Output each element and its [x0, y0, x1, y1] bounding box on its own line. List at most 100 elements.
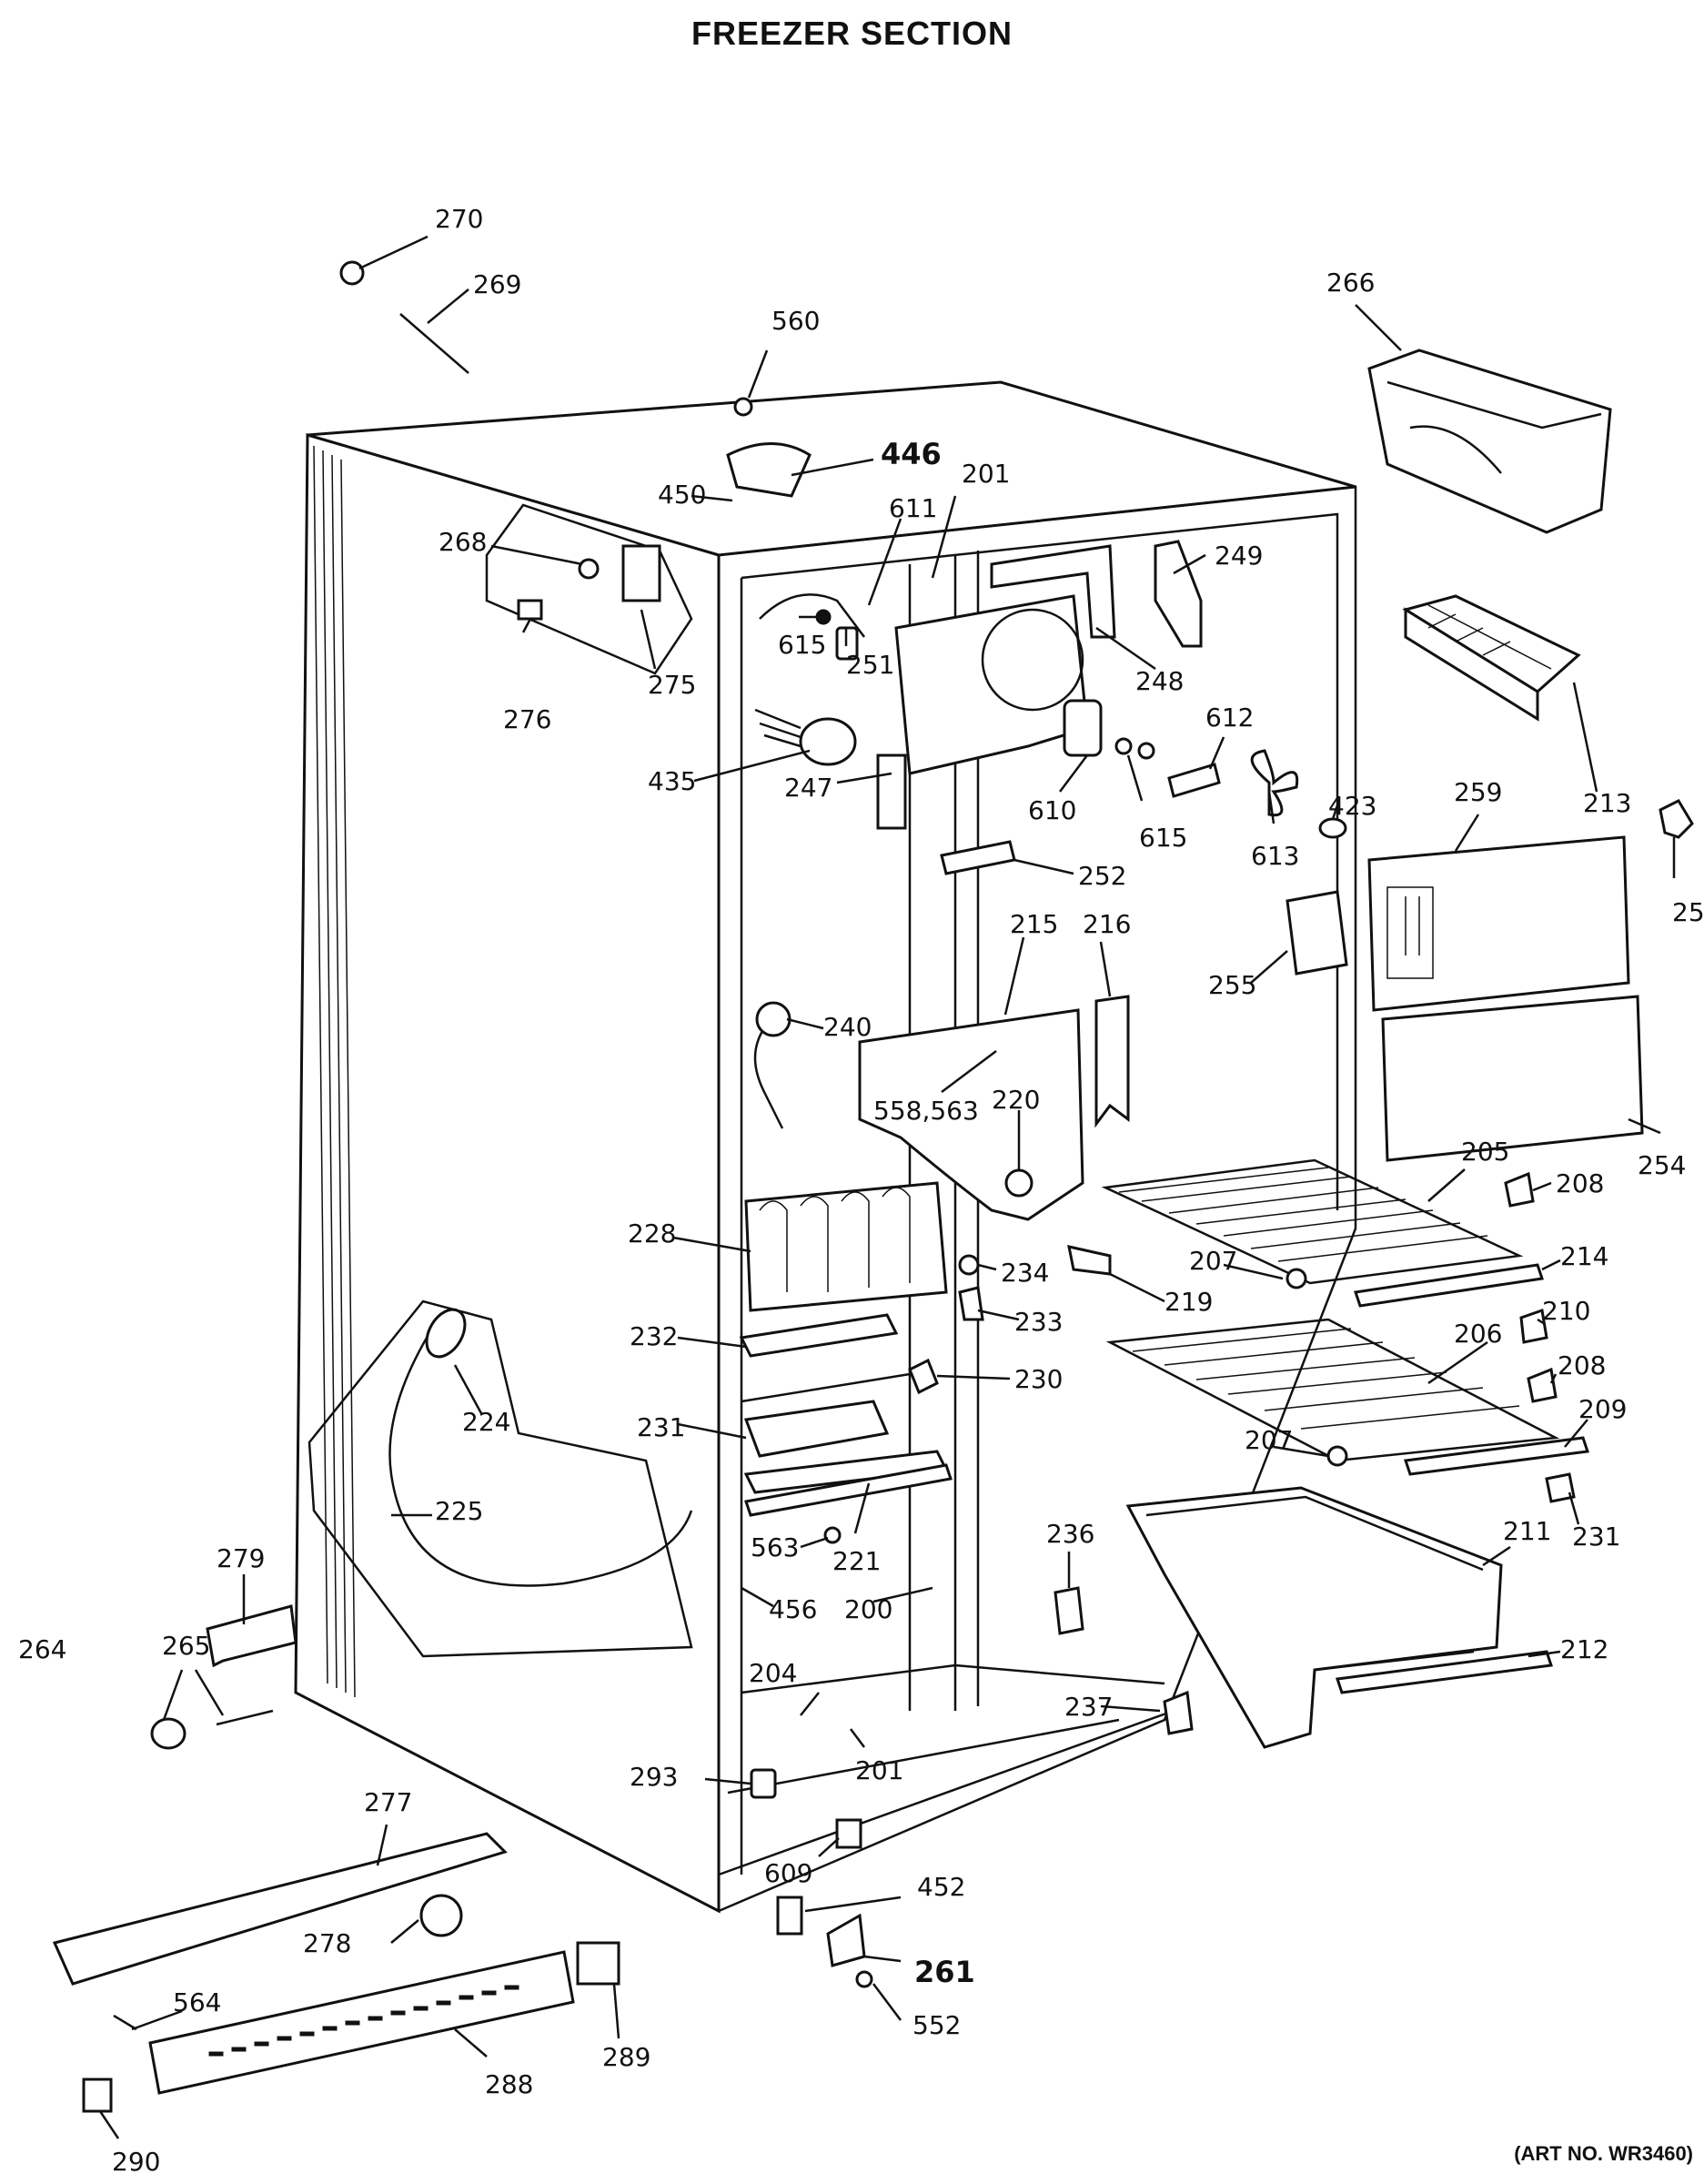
label-276: 276 — [503, 704, 551, 734]
rail-277 — [52, 1832, 508, 1986]
art-number: (ART NO. WR3460) — [1514, 2142, 1693, 2165]
label-216: 216 — [1083, 909, 1131, 939]
label-240: 240 — [823, 1012, 872, 1042]
evaporator-cover — [876, 594, 1155, 830]
label-256: 256 — [1672, 897, 1704, 927]
cabinet — [294, 380, 1357, 1914]
label-249: 249 — [1215, 541, 1263, 571]
air-duct — [990, 544, 1116, 639]
label-613: 613 — [1251, 841, 1299, 871]
label-201-top: 201 — [962, 459, 1010, 489]
label-564: 564 — [173, 1987, 221, 2017]
label-220: 220 — [992, 1085, 1040, 1115]
label-261: 261 — [914, 1955, 975, 1989]
label-232: 232 — [630, 1321, 678, 1351]
label-231-left: 231 — [637, 1412, 685, 1442]
label-254: 254 — [1638, 1150, 1686, 1180]
label-207-top: 207 — [1189, 1246, 1237, 1276]
label-611: 611 — [889, 493, 937, 523]
label-237: 237 — [1064, 1692, 1113, 1722]
heater-232 — [739, 1313, 899, 1358]
part-216 — [1094, 995, 1130, 1128]
label-233: 233 — [1014, 1307, 1063, 1337]
page-title: FREEZER SECTION — [691, 15, 1013, 52]
label-204: 204 — [749, 1658, 797, 1688]
label-278: 278 — [303, 1928, 351, 1958]
label-279: 279 — [217, 1543, 265, 1573]
ice-tray — [1402, 594, 1581, 722]
label-252: 252 — [1078, 861, 1126, 891]
label-288: 288 — [485, 2069, 533, 2099]
label-248: 248 — [1135, 666, 1184, 696]
drain-tube — [308, 1299, 693, 1658]
label-231-right: 231 — [1572, 1522, 1620, 1552]
light-socket — [754, 708, 857, 766]
label-201-bottom: 201 — [855, 1755, 903, 1785]
part-255 — [1286, 890, 1348, 976]
light-bulb — [1318, 817, 1347, 839]
trim-209 — [1404, 1436, 1589, 1476]
label-251: 251 — [846, 650, 894, 680]
label-269: 269 — [473, 269, 521, 299]
label-610: 610 — [1028, 795, 1076, 825]
label-270: 270 — [435, 204, 483, 234]
label-207-bottom: 207 — [1245, 1425, 1293, 1455]
label-208-top: 208 — [1556, 1168, 1604, 1198]
label-219: 219 — [1165, 1287, 1213, 1317]
part-labels: 270 269 560 266 446 450 611 201 268 249 … — [18, 204, 1704, 2177]
label-259: 259 — [1454, 777, 1502, 807]
label-452: 452 — [917, 1872, 965, 1902]
label-200: 200 — [844, 1594, 892, 1624]
label-234: 234 — [1001, 1258, 1049, 1288]
label-266: 266 — [1326, 268, 1375, 298]
label-214: 214 — [1560, 1241, 1608, 1271]
leader-lines — [98, 235, 1676, 2139]
label-293: 293 — [630, 1762, 678, 1792]
label-212: 212 — [1560, 1634, 1608, 1664]
trim-214 — [1354, 1263, 1544, 1308]
evaporator-cover-215 — [858, 1008, 1084, 1221]
ice-bucket — [1367, 349, 1612, 534]
evaporator-coil — [744, 1181, 948, 1312]
label-215: 215 — [1010, 909, 1058, 939]
label-558-563: 558,563 — [873, 1096, 979, 1126]
label-275: 275 — [648, 670, 696, 700]
panel-254 — [1381, 995, 1644, 1162]
label-206: 206 — [1454, 1319, 1502, 1349]
hinge-236 — [1054, 1586, 1084, 1635]
fan-blade — [1250, 749, 1299, 817]
freezer-basket — [1125, 1486, 1503, 1749]
label-265: 265 — [162, 1631, 210, 1661]
bracket-612 — [1167, 763, 1221, 798]
bracket-279 — [206, 1604, 297, 1668]
label-563: 563 — [751, 1532, 799, 1562]
label-290: 290 — [112, 2147, 160, 2177]
drain-trough — [743, 1400, 890, 1458]
label-209: 209 — [1578, 1394, 1627, 1424]
grille-288 — [148, 1950, 575, 2095]
label-560: 560 — [771, 306, 820, 336]
label-221: 221 — [832, 1546, 881, 1576]
label-264: 264 — [18, 1634, 66, 1664]
label-446: 446 — [881, 437, 942, 471]
label-289: 289 — [602, 2042, 650, 2072]
label-268: 268 — [439, 527, 487, 557]
label-277: 277 — [364, 1787, 412, 1817]
label-225: 225 — [435, 1496, 483, 1526]
label-236: 236 — [1046, 1519, 1094, 1549]
label-205: 205 — [1461, 1137, 1509, 1167]
label-208-bottom: 208 — [1558, 1350, 1606, 1380]
part-240 — [753, 1027, 784, 1129]
label-615-mid: 615 — [1139, 823, 1187, 853]
label-552: 552 — [912, 2010, 961, 2040]
label-211: 211 — [1503, 1516, 1551, 1546]
cap-264 — [150, 1717, 187, 1750]
label-247: 247 — [784, 773, 832, 803]
label-456: 456 — [769, 1594, 817, 1624]
wire-shelf-205 — [1101, 1158, 1524, 1285]
label-230: 230 — [1014, 1364, 1063, 1394]
bracket-611 — [759, 593, 865, 638]
label-224: 224 — [462, 1407, 510, 1437]
part-256 — [1659, 799, 1694, 839]
